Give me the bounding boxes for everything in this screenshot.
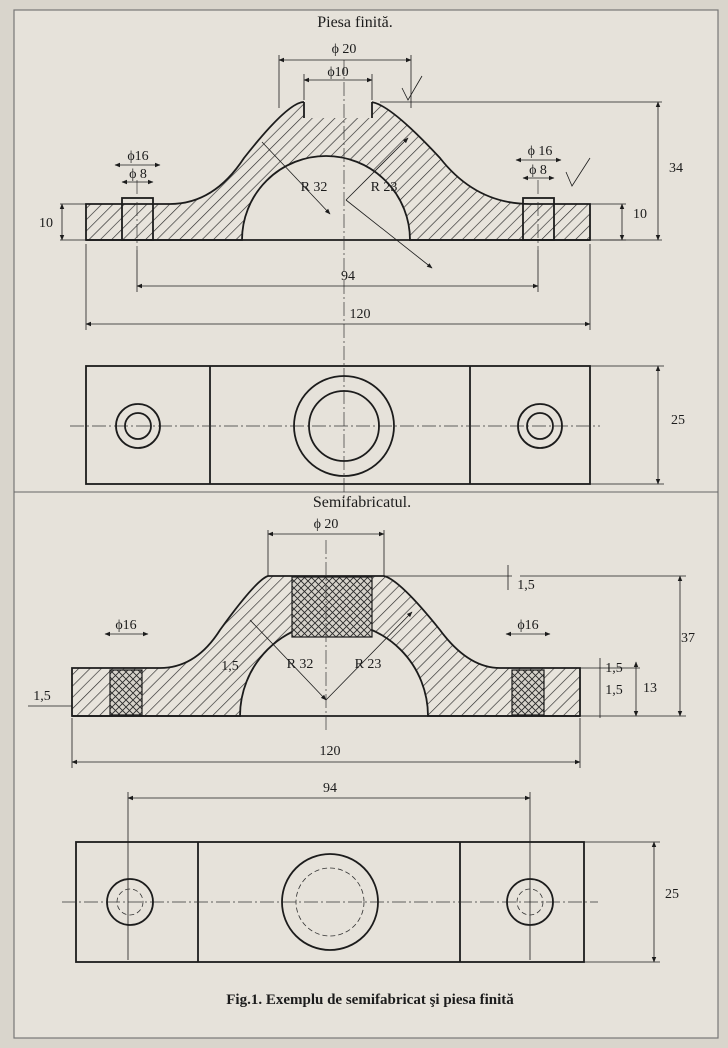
radius-leader (345, 199, 433, 269)
dim-allowance-left: 1,5 (33, 689, 51, 704)
semi-boss-hidden-bore (295, 867, 365, 937)
finished-left-hole-inner (124, 412, 152, 440)
dim-w25-semi: 25 (665, 887, 679, 902)
dim-h34: 34 (669, 161, 683, 176)
finished-part-top-view (85, 365, 591, 485)
dim-allowance-arc: 1,5 (221, 659, 239, 674)
finished-boss-bore (308, 390, 380, 462)
dim-l120: 120 (350, 307, 371, 322)
semi-left-boss-top (106, 878, 154, 926)
dim-phi16-left: ϕ16 (115, 618, 136, 633)
semi-product-section: Semifabricatul. ϕ 20 1,5 ϕ16 ϕ16 R 32 R … (28, 494, 695, 963)
dim-r32: R 32 (287, 657, 314, 672)
dim-h13: 13 (643, 681, 657, 696)
radius-leader (345, 137, 409, 201)
finished-top-bore (304, 100, 372, 118)
radius-leader (325, 611, 413, 701)
semi-right-boss-crosshatch (511, 669, 545, 716)
dim-h10-right: 10 (633, 207, 647, 222)
dim-r23: R 23 (371, 180, 398, 195)
semi-left-boss-crosshatch (109, 669, 143, 716)
finished-boss-outer (293, 375, 395, 477)
dim-l120: 120 (320, 744, 341, 759)
finished-part-front-section (85, 101, 591, 241)
finished-left-hole-top (115, 403, 161, 449)
dim-r32: R 32 (301, 180, 328, 195)
radius-leader (261, 141, 331, 215)
dim-allowance-top: 1,5 (517, 578, 535, 593)
dim-phi20: ϕ 20 (332, 42, 357, 57)
roughness-mark-icon (401, 75, 423, 101)
semi-product-title: Semifabricatul. (313, 494, 411, 511)
dim-phi16-right: ϕ 16 (528, 144, 553, 159)
dim-allowance-right-2: 1,5 (605, 683, 623, 698)
dim-h10-left: 10 (39, 216, 53, 231)
semi-left-hidden-hole (116, 888, 144, 916)
dim-phi16-right: ϕ16 (517, 618, 538, 633)
figure-caption: Fig.1. Exemplu de semifabricat şi piesa … (226, 992, 514, 1008)
dim-phi20: ϕ 20 (314, 517, 339, 532)
dim-l94: 94 (341, 269, 355, 284)
dim-h37: 37 (681, 631, 695, 646)
dim-phi8-right: ϕ 8 (529, 163, 547, 178)
finished-part-section: Piesa finită. ϕ 20 ϕ10 ϕ16 ϕ 8 ϕ 16 ϕ 8 (39, 14, 685, 500)
finished-right-hole-inner (526, 412, 554, 440)
semi-right-boss-top (506, 878, 554, 926)
dim-phi16-left: ϕ16 (127, 149, 148, 164)
dim-r23: R 23 (355, 657, 382, 672)
semi-top-boss-crosshatch (291, 576, 373, 638)
finished-right-hole (522, 197, 555, 241)
finished-right-hole-top (517, 403, 563, 449)
dim-w25-finished: 25 (671, 413, 685, 428)
semi-right-hidden-hole (516, 888, 544, 916)
dim-allowance-right-1: 1,5 (605, 661, 623, 676)
semi-boss-outer (281, 853, 379, 951)
dim-phi8-left: ϕ 8 (129, 167, 147, 182)
radius-leader (249, 619, 327, 701)
finished-left-hole (121, 197, 154, 241)
dim-phi10: ϕ10 (327, 65, 348, 80)
roughness-mark-icon (565, 157, 591, 187)
dim-l94: 94 (323, 781, 337, 796)
finished-part-title: Piesa finită. (317, 14, 393, 31)
